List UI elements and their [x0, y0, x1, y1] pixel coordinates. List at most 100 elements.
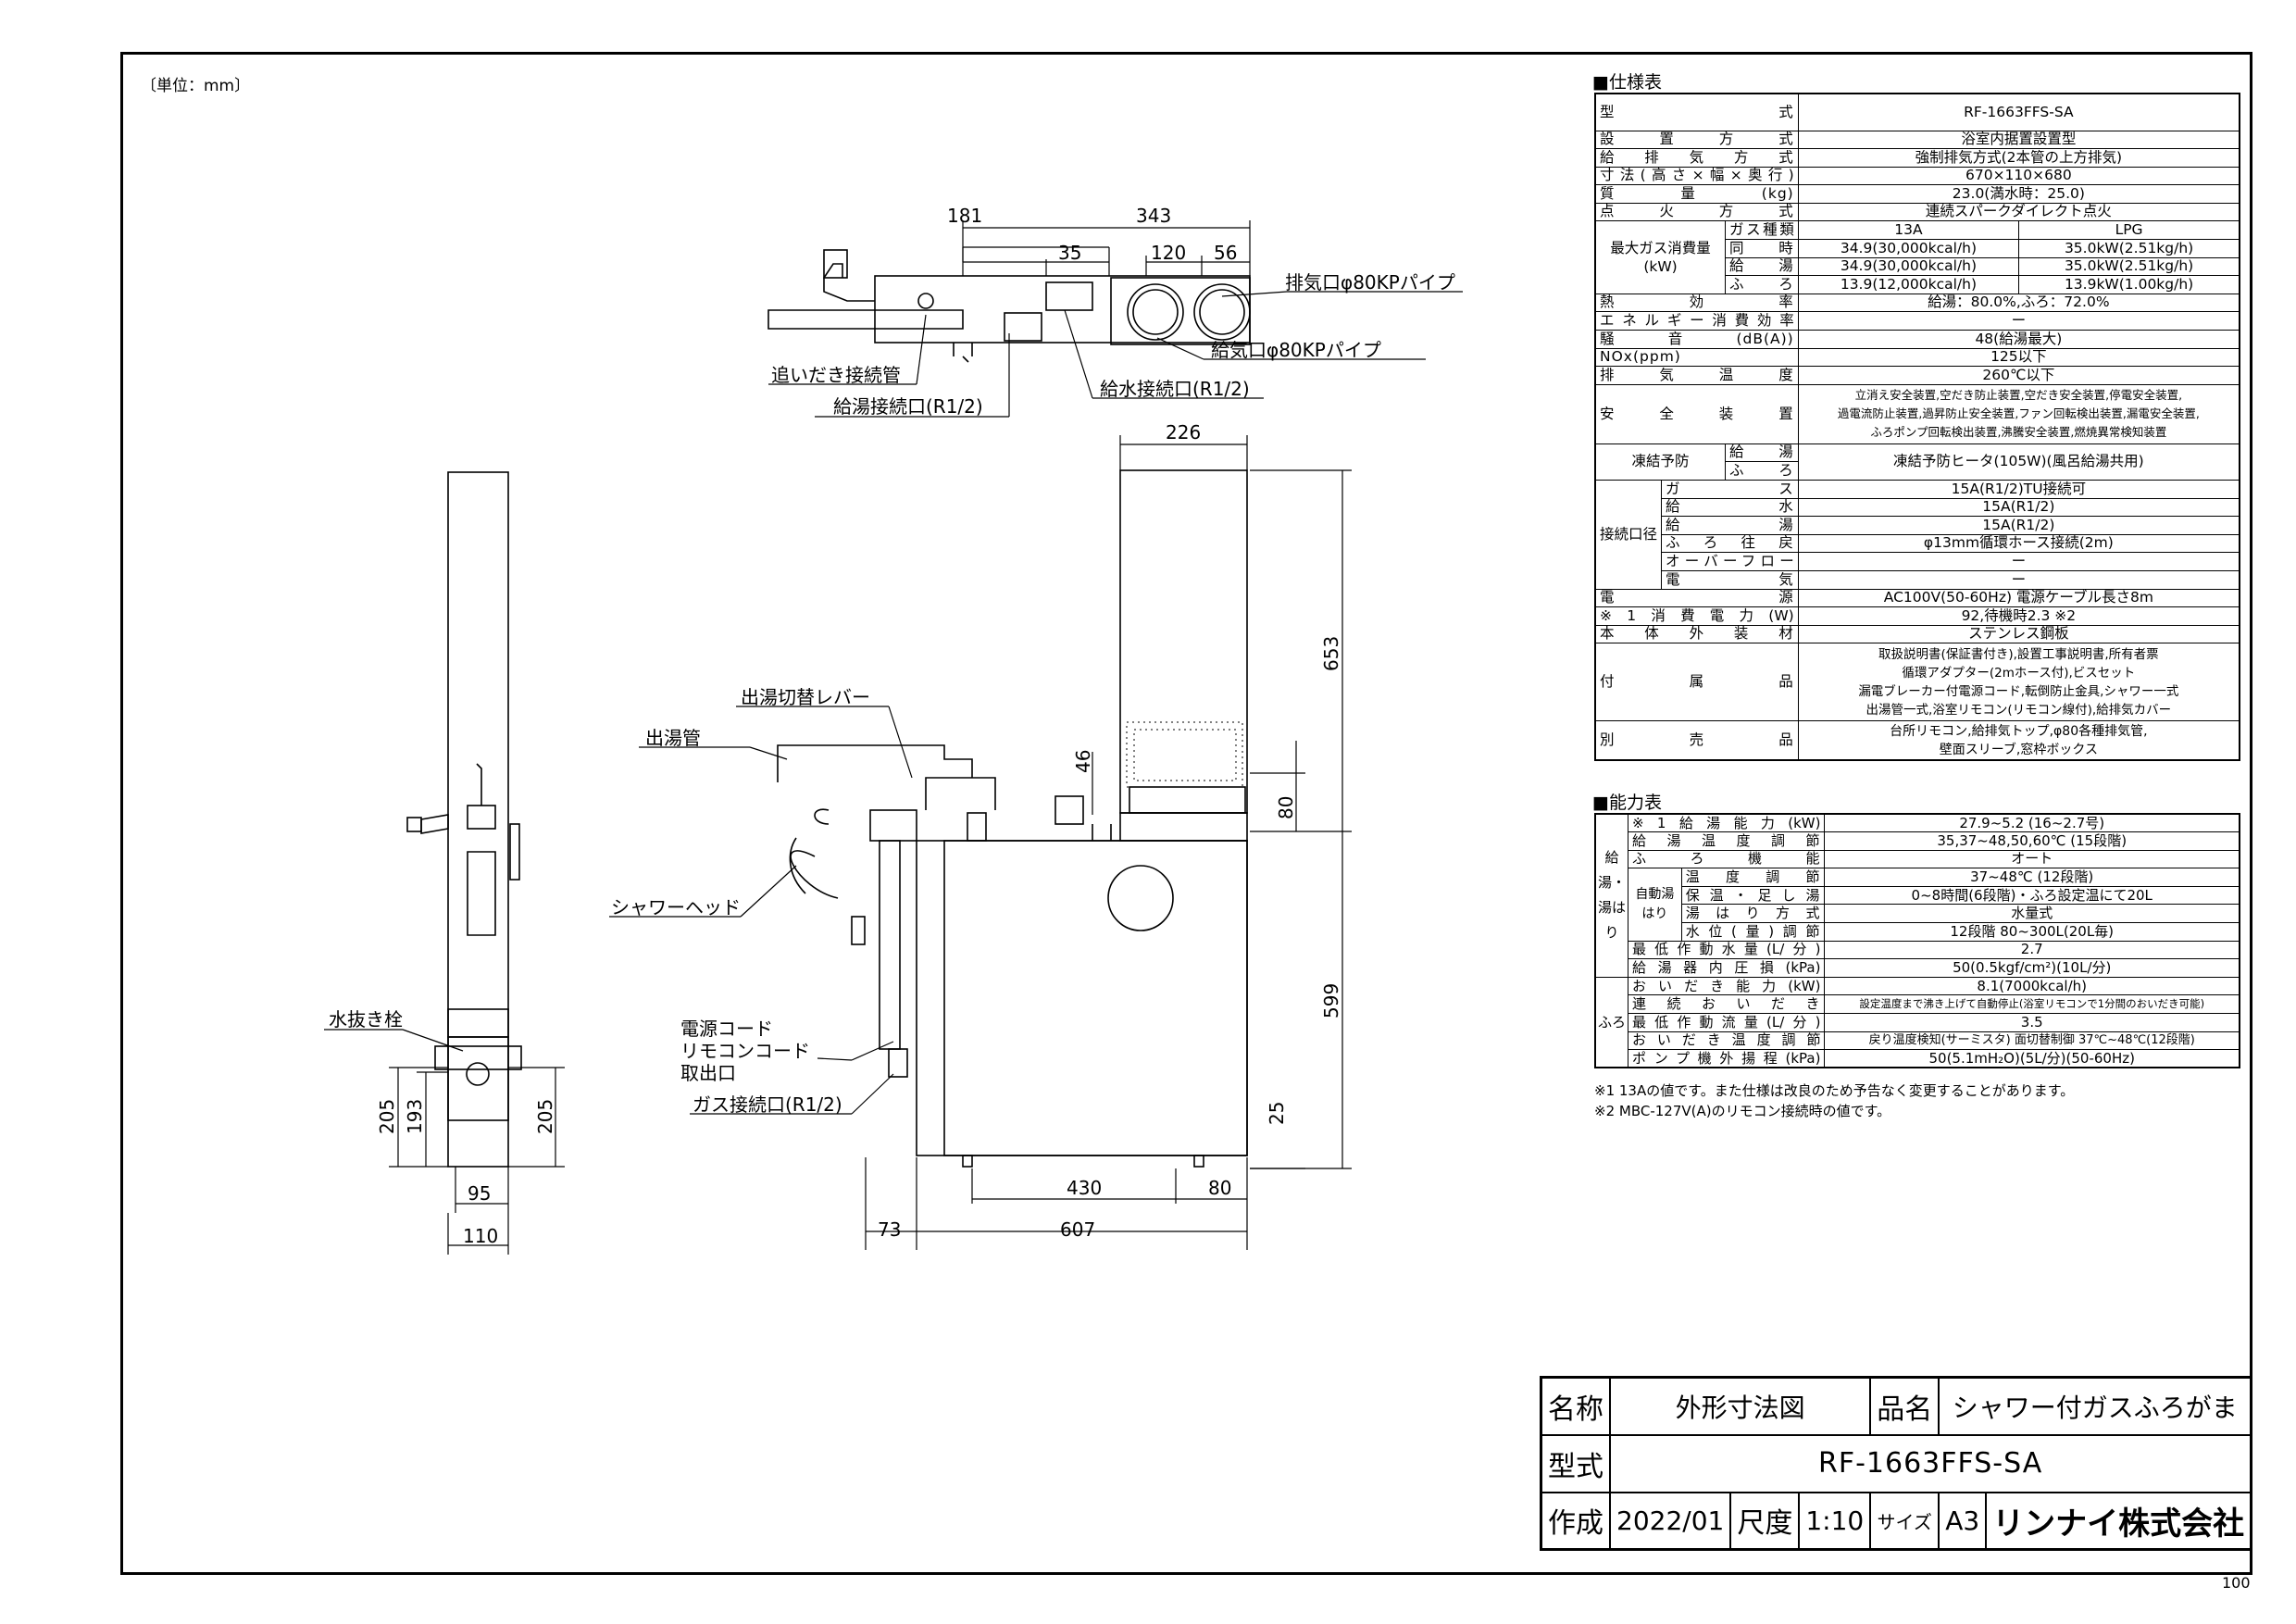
- perf-value: 0~8時間(6段階)・ふろ設定温にて20L: [1824, 885, 2240, 906]
- gas-value: 34.9(30,000kcal/h): [1797, 256, 2020, 277]
- gas-row-label: ふ ろ: [1725, 275, 1799, 294]
- gas-consumption-label-1: 最大ガス消費量: [1610, 240, 1711, 257]
- conn-value: ー: [1797, 569, 2240, 590]
- label-cord2: リモコンコード: [680, 1040, 810, 1062]
- perf-label: おいだき温度調節: [1627, 1031, 1826, 1051]
- label-kyusui: 給水接続口(R1/2): [1100, 378, 1250, 400]
- conn-value: 15A(R1/2): [1797, 516, 2240, 535]
- spec-label: 別売品: [1594, 720, 1799, 761]
- spec-label: 本体外装材: [1594, 624, 1799, 644]
- spec-label: 点火方式: [1594, 202, 1799, 222]
- conn-sub: ふろ往戻: [1661, 533, 1799, 554]
- gas-kind-label: ガス種類: [1725, 220, 1799, 241]
- gas-value: 13.9(12,000kcal/h): [1797, 275, 2020, 294]
- perf-label: 温度調節: [1680, 868, 1826, 887]
- perf-label: ポンプ機外揚程(kPa): [1627, 1049, 1826, 1068]
- dim-80-vertical: 80: [1275, 796, 1297, 819]
- conn-value: φ13mm循環ホース接続(2m): [1797, 533, 2240, 554]
- safety-devices: 立消え安全装置,空だき防止装置,空だき安全装置,停電安全装置, 過電流防止装置,過…: [1797, 383, 2240, 444]
- label-mizunuki: 水抜き栓: [329, 1008, 403, 1031]
- accessory-line: 取扱説明書(保証書付き),設置工事説明書,所有者票: [1878, 646, 2159, 662]
- freeze-value: 凍結予防ヒータ(105W)(風呂給湯共用): [1797, 443, 2240, 481]
- spec-value: 260℃以下: [1797, 366, 2240, 385]
- spec-value: 強制排気方式(2本管の上方排気): [1797, 148, 2240, 168]
- side-view-dimensions: [324, 1029, 565, 1255]
- perf-value: 水量式: [1824, 904, 2240, 924]
- spec-value: RF-1663FFS-SA: [1797, 93, 2240, 131]
- spec-label: 電源: [1594, 588, 1799, 608]
- gas-value: 13.9kW(1.00kg/h): [2018, 275, 2240, 294]
- dim-80-horizontal: 80: [1208, 1177, 1231, 1199]
- separate-line: 台所リモコン,給排気トップ,φ80各種排気管,: [1890, 723, 2148, 739]
- gas-value: 35.0kW(2.51kg/h): [2018, 239, 2240, 258]
- spec-label: 騒音(dB(A)): [1594, 330, 1799, 349]
- separate-items: 台所リモコン,給排気トップ,φ80各種排気管,壁面スリーブ,窓枠ボックス: [1797, 720, 2240, 761]
- side-view: [406, 471, 522, 1168]
- label-toridashi: 取出口: [680, 1062, 736, 1084]
- label-shower: シャワーヘッド: [611, 896, 741, 918]
- safety-line: 過電流防止装置,過昇防止安全装置,ファン回転検出装置,漏電安全装置,: [1837, 406, 2200, 421]
- perf-value: 3.5: [1824, 1013, 2240, 1032]
- top-view: [767, 249, 1251, 363]
- conn-sub: オーバーフロー: [1661, 552, 1799, 571]
- gas-row-label: 給 湯: [1725, 256, 1799, 277]
- perf-value: 27.9~5.2 (16~2.7号): [1824, 813, 2240, 833]
- perf-value: 戻り温度検知(サーミスタ) 面切替制御 37℃~48℃(12段階): [1824, 1031, 2240, 1051]
- gas-value: 35.0kW(2.51kg/h): [2018, 256, 2240, 277]
- spec-label: 安全装置: [1594, 383, 1799, 444]
- perf-label: 最低作動流量(L/分): [1627, 1013, 1826, 1032]
- name-label: 名称: [1540, 1376, 1611, 1436]
- perf-value: 50(5.1mH₂O)(5L/分)(50-60Hz): [1824, 1049, 2240, 1068]
- spec-value: ステンレス鋼板: [1797, 624, 2240, 644]
- perf-value: 35,37~48,50,60℃ (15段階): [1824, 831, 2240, 851]
- perf-jido: 自動湯はり: [1628, 868, 1682, 942]
- drawing-frame: [120, 52, 2252, 1575]
- conn-value: ー: [1797, 552, 2240, 571]
- accessory-line: 循環アダプター(2mホース付),ビスセット: [1902, 665, 2136, 681]
- conn-sub: 給湯: [1661, 516, 1799, 535]
- spec-value: ー: [1797, 311, 2240, 331]
- conn-sub: ガス: [1661, 480, 1799, 499]
- conn-sub: 給水: [1661, 497, 1799, 518]
- front-view-leaders: [609, 706, 913, 1115]
- scale-value: 1:10: [1798, 1491, 1872, 1551]
- dim-205-left: 205: [376, 1099, 398, 1134]
- spec-value: 連続スパークダイレクト点火: [1797, 202, 2240, 222]
- dim-120: 120: [1151, 242, 1186, 264]
- spec-label: 排気温度: [1594, 366, 1799, 385]
- perf-value: 設定温度まで沸き上げて自動停止(浴室リモコンで1分間のおいだき可能): [1824, 994, 2240, 1015]
- top-view-dimensions: [962, 220, 1251, 276]
- accessory-line: 出湯管一式,浴室リモコン(リモコン線付),給排気カバー: [1866, 702, 2172, 718]
- product-label: 品名: [1869, 1376, 1940, 1436]
- dim-599: 599: [1320, 983, 1342, 1018]
- label-exhaust: 排気口φ80KPパイプ: [1285, 271, 1455, 294]
- perf-value: オート: [1824, 849, 2240, 869]
- perf-label: 湯はり方式: [1680, 904, 1826, 924]
- spec-value: 670×110×680: [1797, 166, 2240, 186]
- spec-label: 質量(kg): [1594, 184, 1799, 204]
- made-value: 2022/01: [1608, 1491, 1732, 1551]
- spec-label: 付属品: [1594, 643, 1799, 722]
- note-1: ※1 13Aの値です。また仕様は改良のため予告なく変更することがあります。: [1594, 1082, 2075, 1099]
- perf-label: 水位(量)調節: [1680, 922, 1826, 942]
- connection-label: 接続口径: [1594, 480, 1663, 590]
- perf-value: 8.1(7000kcal/h): [1824, 976, 2240, 996]
- dim-110: 110: [463, 1225, 498, 1247]
- dim-193: 193: [404, 1099, 426, 1134]
- spec-label: 熱効率: [1594, 293, 1799, 313]
- dim-607: 607: [1060, 1218, 1095, 1241]
- made-label: 作成: [1540, 1491, 1611, 1551]
- perf-label: ※1給湯能力(kW): [1627, 813, 1826, 833]
- unit-note: 〔単位：mm〕: [141, 77, 251, 95]
- perf-title: ■能力表: [1592, 793, 1662, 813]
- dim-35: 35: [1058, 242, 1081, 264]
- perf-value: 12段階 80~300L(20L毎): [1824, 922, 2240, 942]
- dim-226: 226: [1166, 421, 1201, 443]
- perf-label: 給湯温度調節: [1627, 831, 1826, 851]
- spec-label: 型 式: [1594, 93, 1799, 131]
- safety-line: 立消え安全装置,空だき防止装置,空だき安全装置,停電安全装置,: [1854, 388, 2183, 403]
- name-value: 外形寸法図: [1608, 1376, 1872, 1436]
- perf-label: ふろ機能: [1627, 849, 1826, 869]
- size-label: サイズ: [1869, 1491, 1940, 1551]
